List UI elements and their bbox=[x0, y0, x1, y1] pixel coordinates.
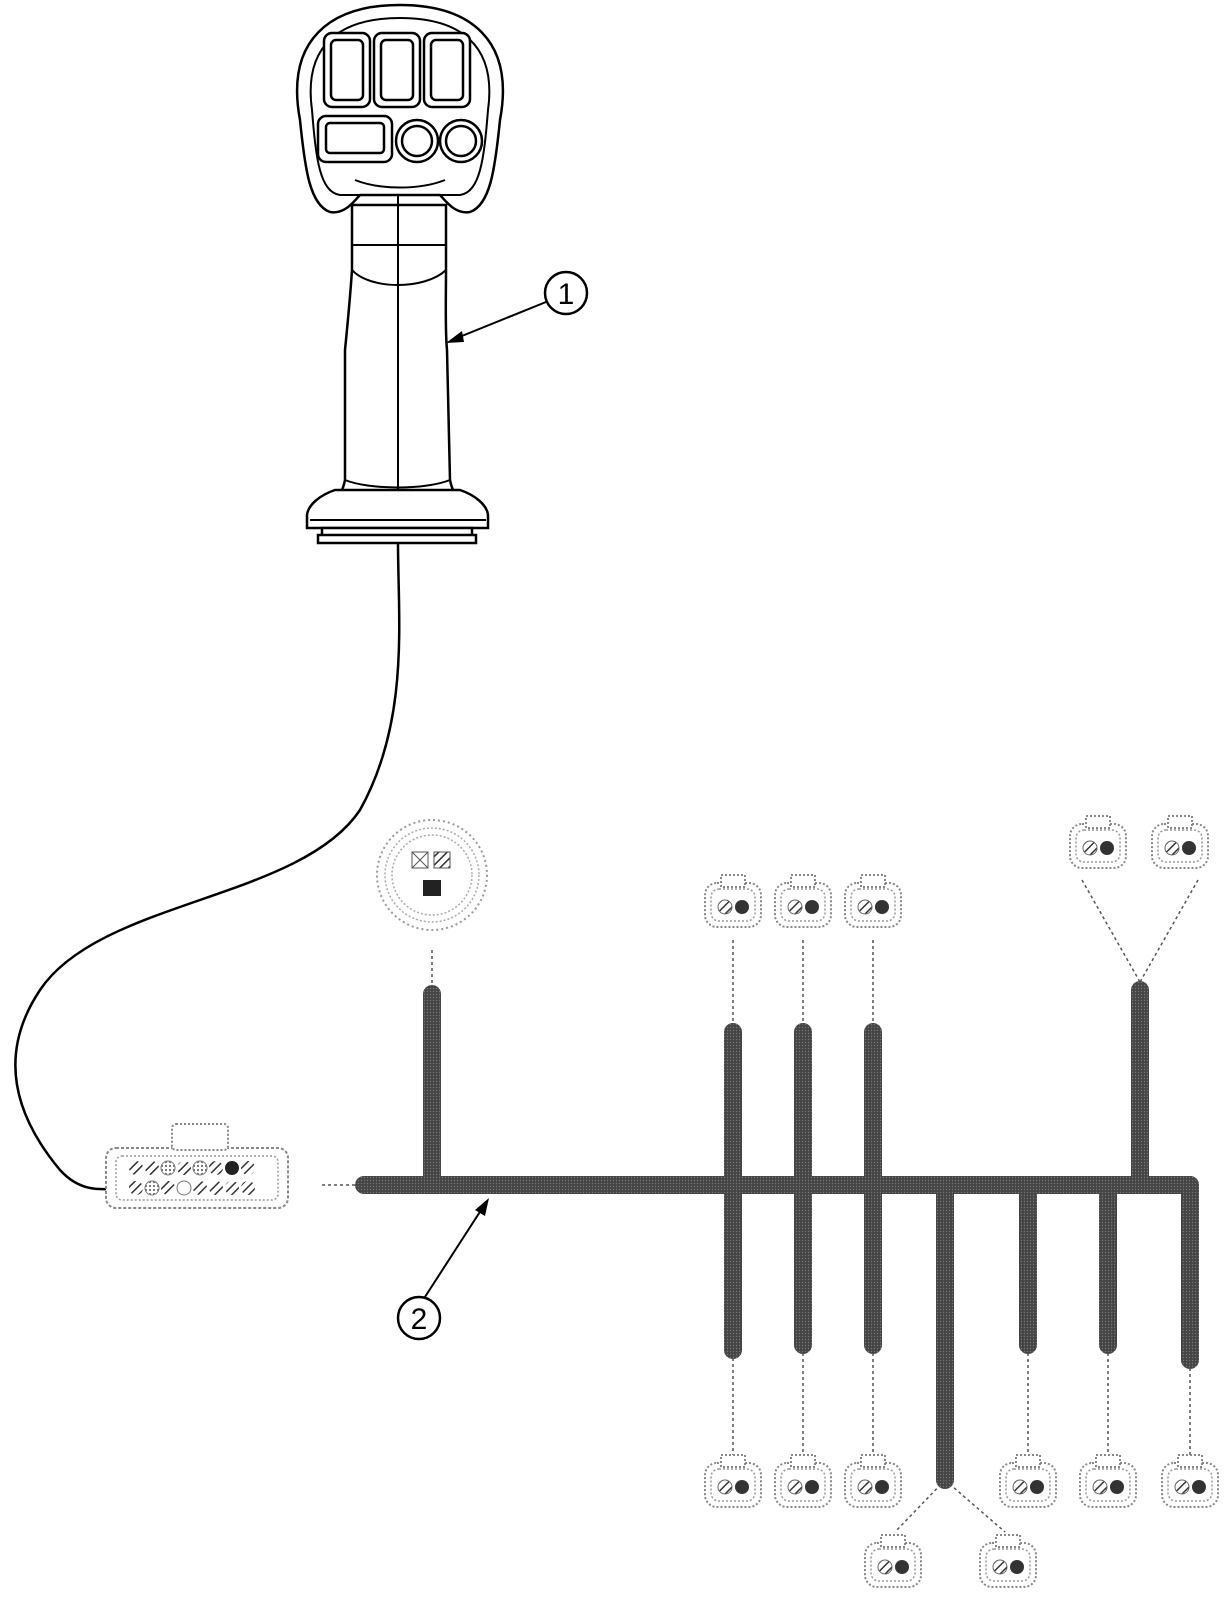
top-button-row bbox=[322, 31, 472, 109]
button-2 bbox=[372, 31, 422, 109]
connector-top-3 bbox=[844, 874, 902, 928]
connector-top-1 bbox=[704, 874, 762, 928]
connector-leads bbox=[322, 879, 1199, 1533]
main-harness-connector bbox=[105, 1123, 289, 1209]
callout-1: 1 bbox=[446, 270, 589, 343]
joystick-handle bbox=[295, 3, 505, 545]
connector-bottom-7 bbox=[864, 1534, 922, 1588]
callout-2: 2 bbox=[396, 1198, 489, 1341]
connector-bottom-1 bbox=[704, 1454, 762, 1508]
joystick-cable bbox=[14, 542, 401, 1191]
connector-bottom-2 bbox=[774, 1454, 832, 1508]
callout-1-arrowhead bbox=[446, 331, 464, 343]
callout-2-arrowhead bbox=[475, 1198, 489, 1216]
lower-control-row bbox=[316, 114, 484, 164]
connector-top-2 bbox=[774, 874, 832, 928]
connector-bottom-6 bbox=[1161, 1454, 1219, 1508]
connector-bottom-5 bbox=[1079, 1454, 1137, 1508]
callout-1-leader bbox=[451, 301, 547, 341]
button-3 bbox=[422, 31, 472, 109]
connector-bottom-8 bbox=[979, 1534, 1037, 1588]
wiring-harness bbox=[355, 981, 1199, 1489]
rocker-switch bbox=[316, 114, 394, 164]
round-connector bbox=[376, 819, 488, 931]
callout-1-bubble bbox=[543, 270, 589, 316]
joystick-base bbox=[305, 488, 490, 530]
callout-1-label: 1 bbox=[558, 278, 575, 311]
button-1 bbox=[322, 31, 372, 109]
connector-top-4 bbox=[1069, 815, 1127, 869]
callout-2-leader bbox=[422, 1203, 486, 1301]
connector-top-5 bbox=[1151, 815, 1209, 869]
connector-bottom-4 bbox=[999, 1454, 1057, 1508]
callout-2-bubble bbox=[396, 1295, 442, 1341]
callout-2-label: 2 bbox=[411, 1303, 428, 1336]
connector-bottom-3 bbox=[844, 1454, 902, 1508]
